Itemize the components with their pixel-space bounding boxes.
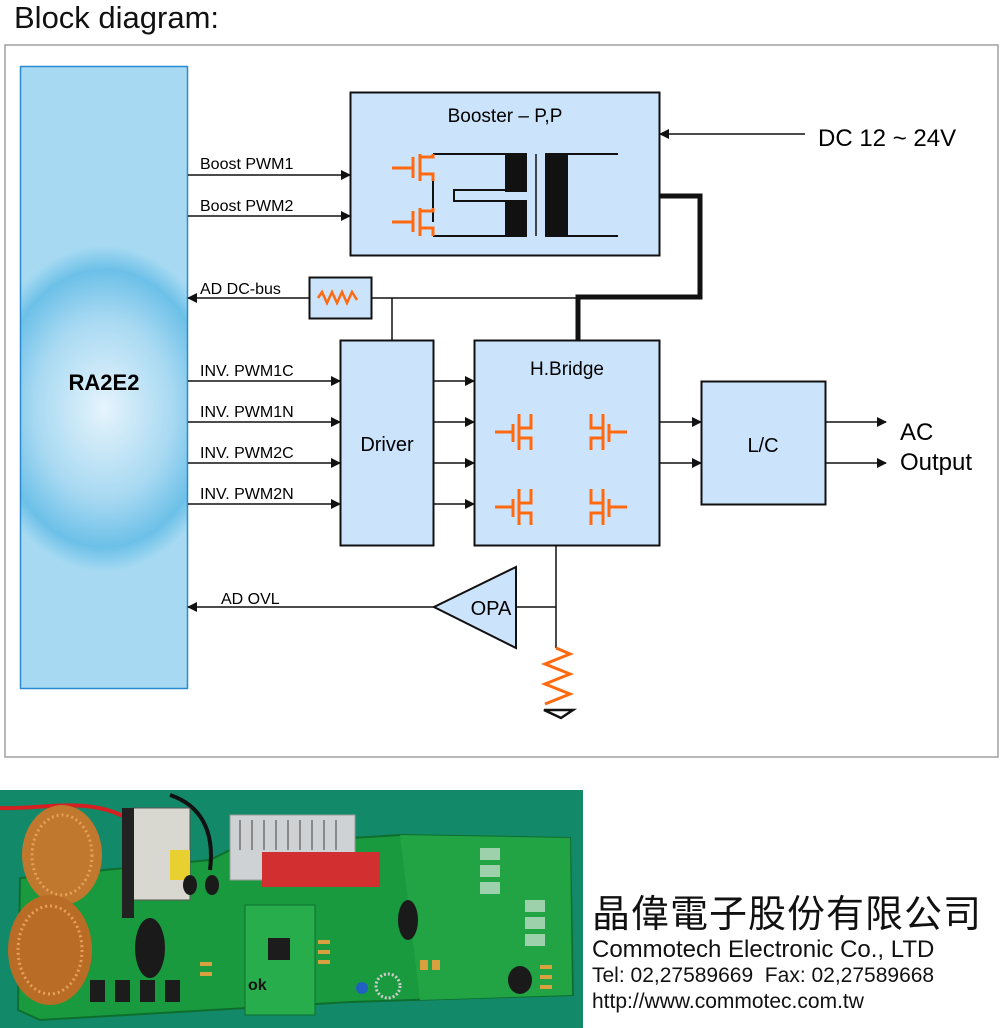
ac-output-arrows <box>826 417 887 468</box>
driver-label: Driver <box>360 434 414 456</box>
inv-pwm2c-label: INV. PWM2C <box>200 445 294 462</box>
resistor-icon <box>540 646 575 706</box>
gate-drive-lines <box>434 376 475 509</box>
company-contact: Tel: 02,27589669 Fax: 02,27589668 <box>592 964 935 987</box>
inv-pwm1n-signal: INV. PWM1N <box>188 404 341 427</box>
company-name-chinese: 晶偉電子股份有限公司 <box>592 892 983 936</box>
ad-ovl-label: AD OVL <box>221 591 280 608</box>
lc-filter-label: L/C <box>747 435 778 457</box>
company-info: 晶偉電子股份有限公司 Commotech Electronic Co., LTD… <box>592 892 1000 1015</box>
dc-input-label: DC 12 ~ 24V <box>818 125 956 152</box>
booster-block: Booster – P,P <box>349 91 661 257</box>
h-bridge-block: H.Bridge <box>473 339 661 547</box>
company-name-english: Commotech Electronic Co., LTD <box>592 936 935 963</box>
ad-dc-bus-label: AD DC-bus <box>200 281 281 298</box>
boost-pwm1-label: Boost PWM1 <box>200 156 293 173</box>
mosfet-icon <box>495 414 533 450</box>
page-title: Block diagram: <box>14 0 220 35</box>
boost-pwm2-label: Boost PWM2 <box>200 198 293 215</box>
pcb-photo-illustration: ok <box>0 790 583 1028</box>
inv-pwm1n-label: INV. PWM1N <box>200 404 294 421</box>
ground-icon <box>543 708 578 720</box>
mosfet-icon <box>589 489 627 525</box>
company-website[interactable]: http://www.commotec.com.tw <box>592 990 864 1013</box>
pcb-marking: ok <box>248 977 267 994</box>
boost-pwm1-signal: Boost PWM1 <box>188 156 351 180</box>
mosfet-icon <box>392 208 435 236</box>
inv-pwm1c-signal: INV. PWM1C <box>188 363 341 386</box>
boost-pwm2-signal: Boost PWM2 <box>188 198 351 221</box>
driver-block: Driver <box>339 339 435 547</box>
inv-pwm2c-signal: INV. PWM2C <box>188 445 341 468</box>
lc-filter-block: L/C <box>700 380 827 506</box>
mosfet-icon <box>589 414 627 450</box>
mosfet-icon <box>495 489 533 525</box>
inv-pwm2n-signal: INV. PWM2N <box>188 486 341 509</box>
block-diagram: RA2E2 Booster – P,P DC 12 ~ 24V <box>4 44 999 758</box>
inv-pwm1c-label: INV. PWM1C <box>200 363 294 380</box>
ac-output-label-line2: Output <box>900 449 972 476</box>
opa-label: OPA <box>471 598 512 620</box>
dc-bus-divider <box>308 276 373 320</box>
opa-block: OPA <box>431 565 517 650</box>
booster-label: Booster – P,P <box>448 106 563 127</box>
transformer-icon <box>432 153 618 237</box>
mcu-label: RA2E2 <box>69 370 140 395</box>
pcb-photo: ok <box>0 790 583 1028</box>
inv-pwm2n-label: INV. PWM2N <box>200 486 294 503</box>
mosfet-icon <box>392 154 435 181</box>
hv-bus-line <box>575 193 703 340</box>
mcu-block: RA2E2 <box>19 65 189 690</box>
h-bridge-label: H.Bridge <box>530 359 604 380</box>
ac-output-label-line1: AC <box>900 419 933 446</box>
bridge-output-lines <box>660 417 702 468</box>
resistor-icon <box>316 288 359 307</box>
